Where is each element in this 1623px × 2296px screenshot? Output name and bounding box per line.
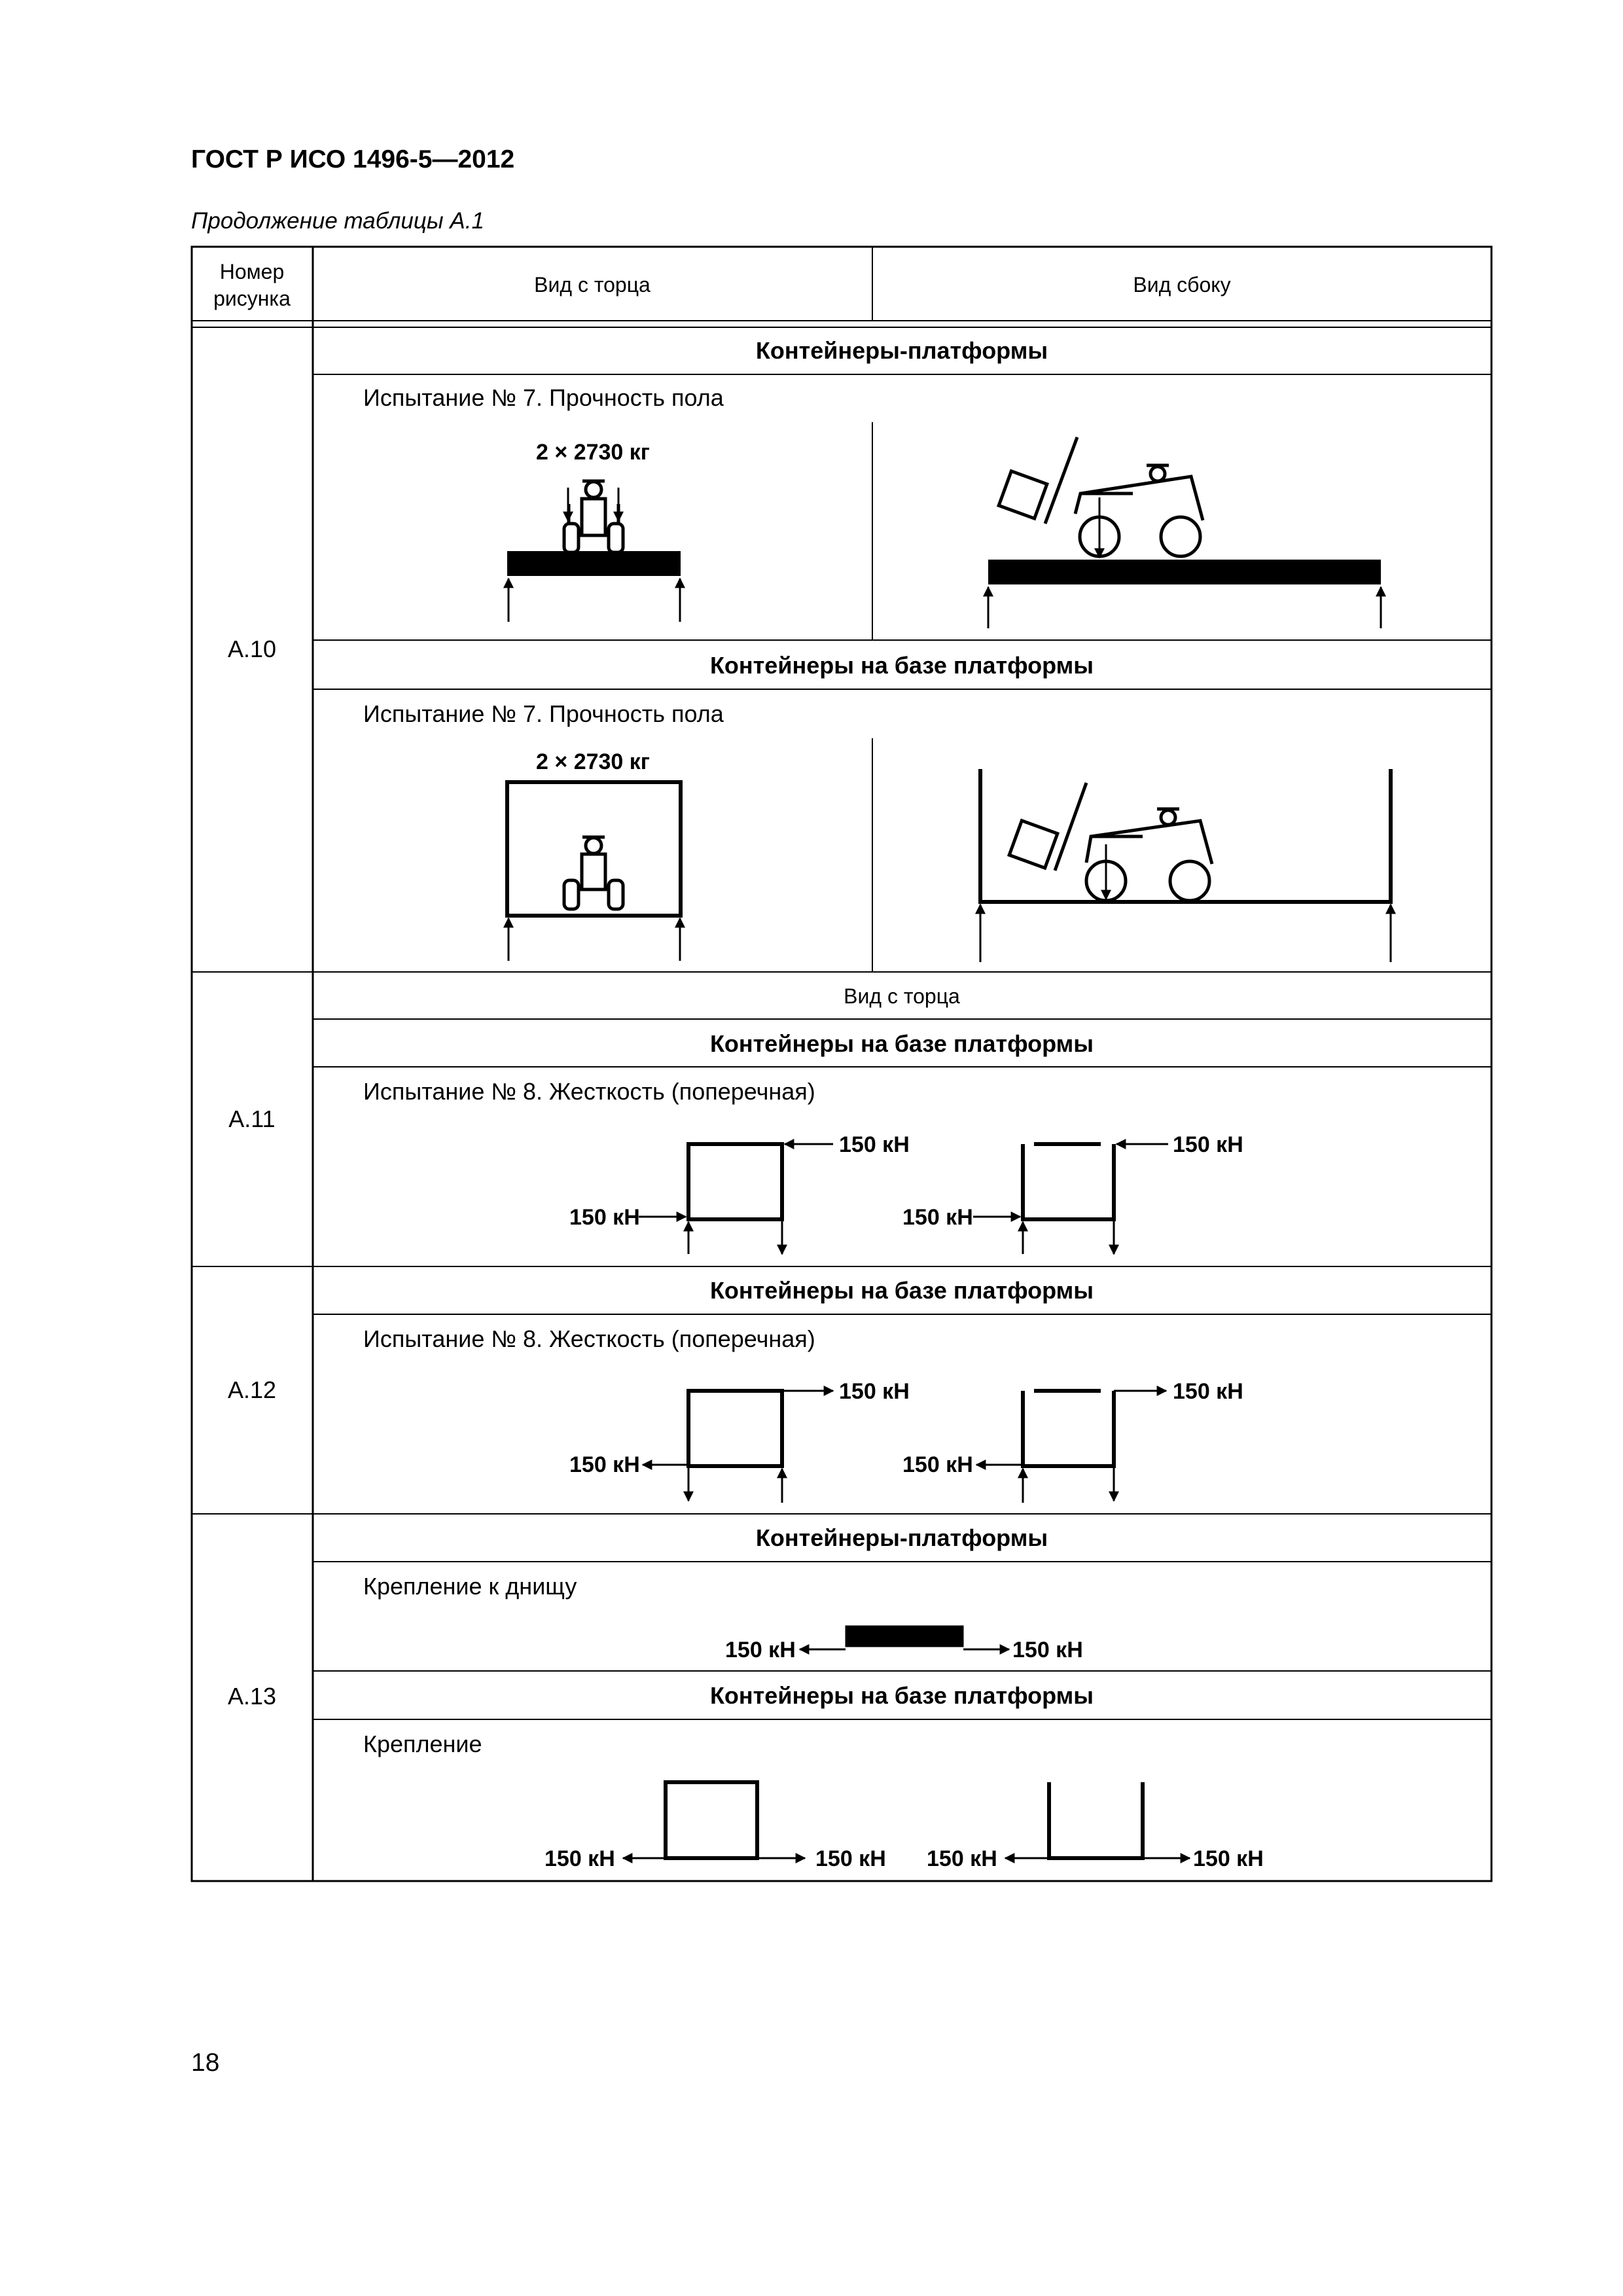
force-label: 150 кН bbox=[902, 1205, 973, 1230]
load-label: 2 × 2730 кг bbox=[536, 749, 650, 774]
section-title: Контейнеры на базе платформы bbox=[710, 1277, 1094, 1304]
section-title: Контейнеры-платформы bbox=[756, 337, 1048, 364]
figure-number: А.12 bbox=[228, 1376, 276, 1403]
container-outline bbox=[978, 769, 1393, 904]
diagram-platform-based-end-view: 2 × 2730 кг bbox=[503, 749, 685, 961]
force-label: 150 кН bbox=[1012, 1638, 1083, 1662]
diagram-securing-platform-based bbox=[622, 1780, 1191, 1863]
force-label: 150 кН bbox=[1193, 1846, 1264, 1871]
force-label: 150 кН bbox=[569, 1452, 640, 1477]
diagram-base-securing-platform bbox=[798, 1625, 1010, 1655]
section-title: Контейнеры на базе платформы bbox=[710, 652, 1094, 679]
diagram-platform-based-side-view bbox=[975, 769, 1396, 962]
table-grid bbox=[190, 245, 1493, 1882]
force-label: 150 кН bbox=[1173, 1132, 1243, 1157]
document-header: ГОСТ Р ИСО 1496-5—2012 bbox=[191, 145, 515, 173]
section-title: Контейнеры на базе платформы bbox=[710, 1682, 1094, 1709]
section-title: Контейнеры на базе платформы bbox=[710, 1030, 1094, 1057]
forklift-front-icon bbox=[562, 835, 625, 911]
col-header-side-view: Вид сбоку bbox=[1133, 273, 1230, 296]
page-number: 18 bbox=[191, 2049, 220, 2077]
forklift-side-icon bbox=[1007, 782, 1214, 903]
test-name: Испытание № 8. Жесткость (поперечная) bbox=[363, 1325, 815, 1352]
container-outline bbox=[505, 780, 683, 918]
test-name: Крепление bbox=[363, 1731, 482, 1757]
force-label: 150 кН bbox=[1173, 1379, 1243, 1404]
platform-floor bbox=[507, 551, 681, 576]
container-frame bbox=[687, 1142, 784, 1221]
diagram-platform-end-view: 2 × 2730 кг bbox=[503, 440, 685, 622]
test-name: Крепление к днищу bbox=[363, 1573, 577, 1600]
force-label: 150 кН bbox=[902, 1452, 973, 1477]
forklift-front-icon bbox=[562, 479, 625, 554]
force-label: 150 кН bbox=[725, 1638, 796, 1662]
force-label: 150 кН bbox=[839, 1379, 910, 1404]
test-name: Испытание № 7. Прочность пола bbox=[363, 384, 724, 411]
load-label: 2 × 2730 кг bbox=[536, 440, 650, 465]
test-name: Испытание № 7. Прочность пола bbox=[363, 700, 724, 727]
platform-floor bbox=[845, 1625, 964, 1647]
force-label: 150 кН bbox=[839, 1132, 910, 1157]
diagram-racking-a12 bbox=[641, 1386, 1168, 1503]
force-label: 150 кН bbox=[544, 1846, 615, 1871]
figure-number: А.11 bbox=[228, 1105, 275, 1132]
container-frame-open bbox=[1021, 1391, 1116, 1468]
platform-floor bbox=[988, 560, 1381, 584]
container-frame-open bbox=[1021, 1144, 1116, 1221]
figure-number: А.10 bbox=[228, 636, 276, 662]
col-header-number-line1: Номер bbox=[220, 260, 285, 283]
section-title: Контейнеры-платформы bbox=[756, 1524, 1048, 1551]
col-header-number-line2: рисунка bbox=[213, 287, 291, 310]
container-frame bbox=[664, 1780, 759, 1860]
col-header-end-view: Вид с торца bbox=[534, 273, 651, 296]
force-label: 150 кН bbox=[815, 1846, 886, 1871]
force-label: 150 кН bbox=[569, 1205, 640, 1230]
container-frame bbox=[687, 1389, 784, 1468]
row-subheader: Вид с торца bbox=[844, 984, 960, 1008]
test-name: Испытание № 8. Жесткость (поперечная) bbox=[363, 1078, 815, 1105]
container-frame-open bbox=[1047, 1782, 1145, 1860]
force-label: 150 кН bbox=[927, 1846, 997, 1871]
figure-number: А.13 bbox=[228, 1683, 276, 1710]
diagram-racking-a11 bbox=[639, 1139, 1168, 1255]
diagram-platform-side-view bbox=[983, 437, 1386, 628]
forklift-side-icon bbox=[996, 437, 1205, 558]
table-continuation-caption: Продолжение таблицы А.1 bbox=[191, 208, 484, 234]
